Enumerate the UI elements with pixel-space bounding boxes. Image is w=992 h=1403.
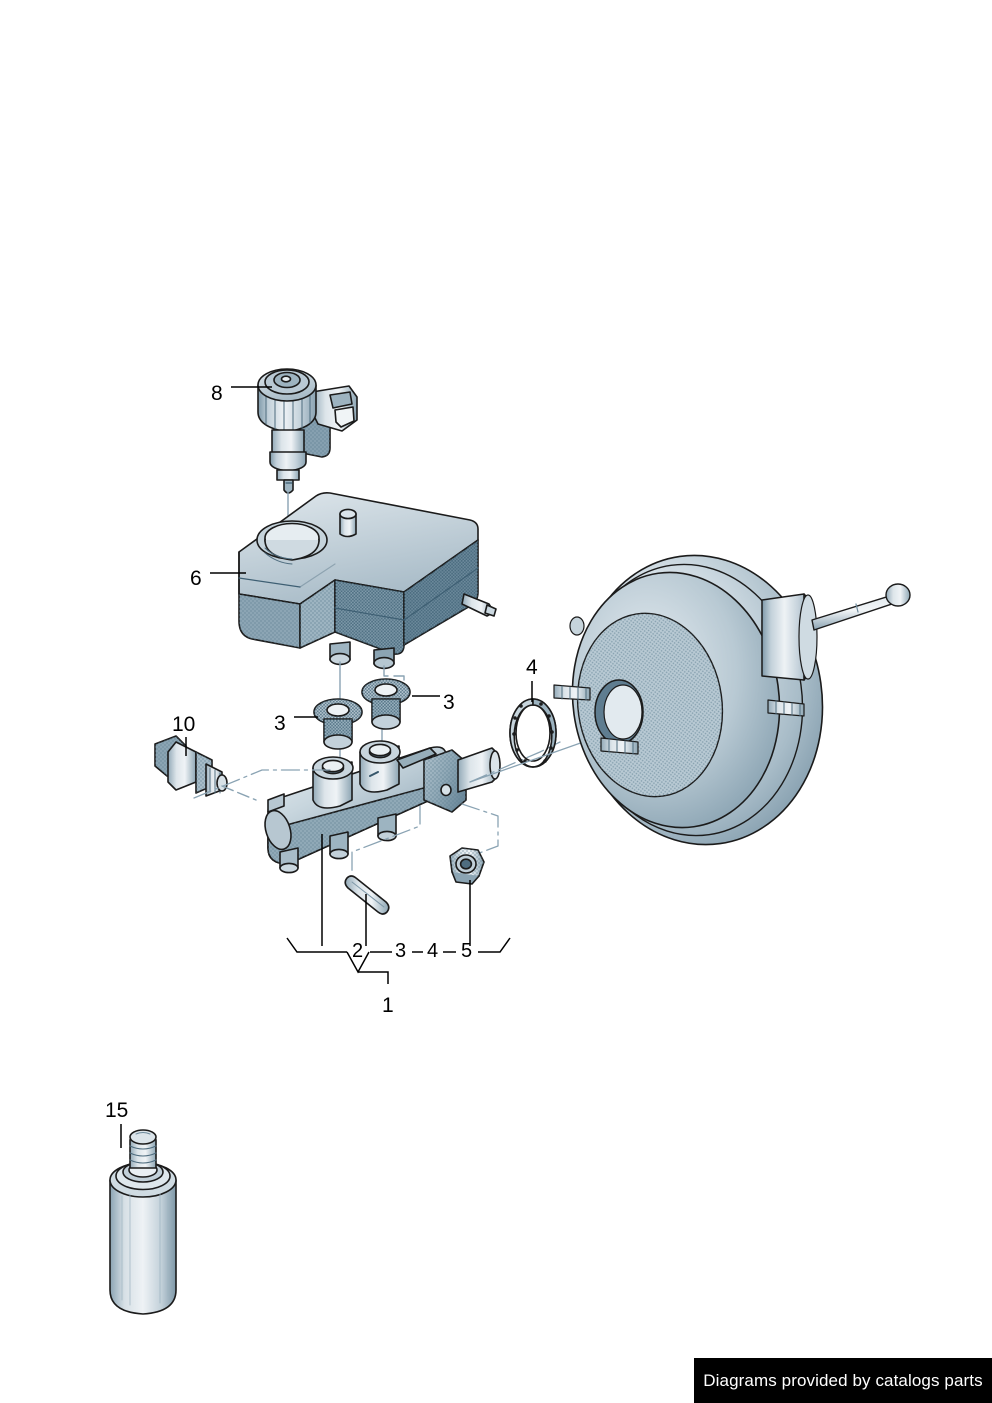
callout-6: 6 <box>190 567 202 590</box>
assembly-group-label: 1 <box>382 994 394 1017</box>
callout-10: 10 <box>172 713 196 736</box>
part-retaining-pin <box>344 875 390 915</box>
part-sealing-grommet-left <box>313 698 363 750</box>
watermark-banner: Diagrams provided by catalogs parts <box>694 1358 992 1403</box>
part-sealing-grommet-right <box>361 678 411 730</box>
part-o-ring-seal <box>509 698 557 768</box>
part-brake-fluid-level-sensor <box>257 368 358 494</box>
callout-8: 8 <box>211 382 223 405</box>
callout-3-left: 3 <box>274 712 286 735</box>
leader-lines <box>120 386 533 1148</box>
part-brake-pressure-sender <box>154 735 228 797</box>
part-brake-fluid-canister <box>109 1129 177 1315</box>
bracket-member-3: 3 <box>395 940 407 962</box>
assembly-bracket <box>286 937 511 984</box>
callout-4: 4 <box>526 656 538 679</box>
watermark-text: Diagrams provided by catalogs parts <box>703 1370 983 1390</box>
part-hex-flange-nut <box>449 847 485 885</box>
part-master-cylinder-body <box>264 740 501 874</box>
part-fluid-reservoir <box>238 492 497 670</box>
bracket-member-5: 5 <box>461 940 473 962</box>
part-brake-servo <box>553 554 911 846</box>
bracket-member-4: 4 <box>427 940 439 962</box>
callout-3-right: 3 <box>443 691 455 714</box>
bracket-member-2: 2 <box>352 940 364 962</box>
callout-15: 15 <box>105 1099 129 1122</box>
